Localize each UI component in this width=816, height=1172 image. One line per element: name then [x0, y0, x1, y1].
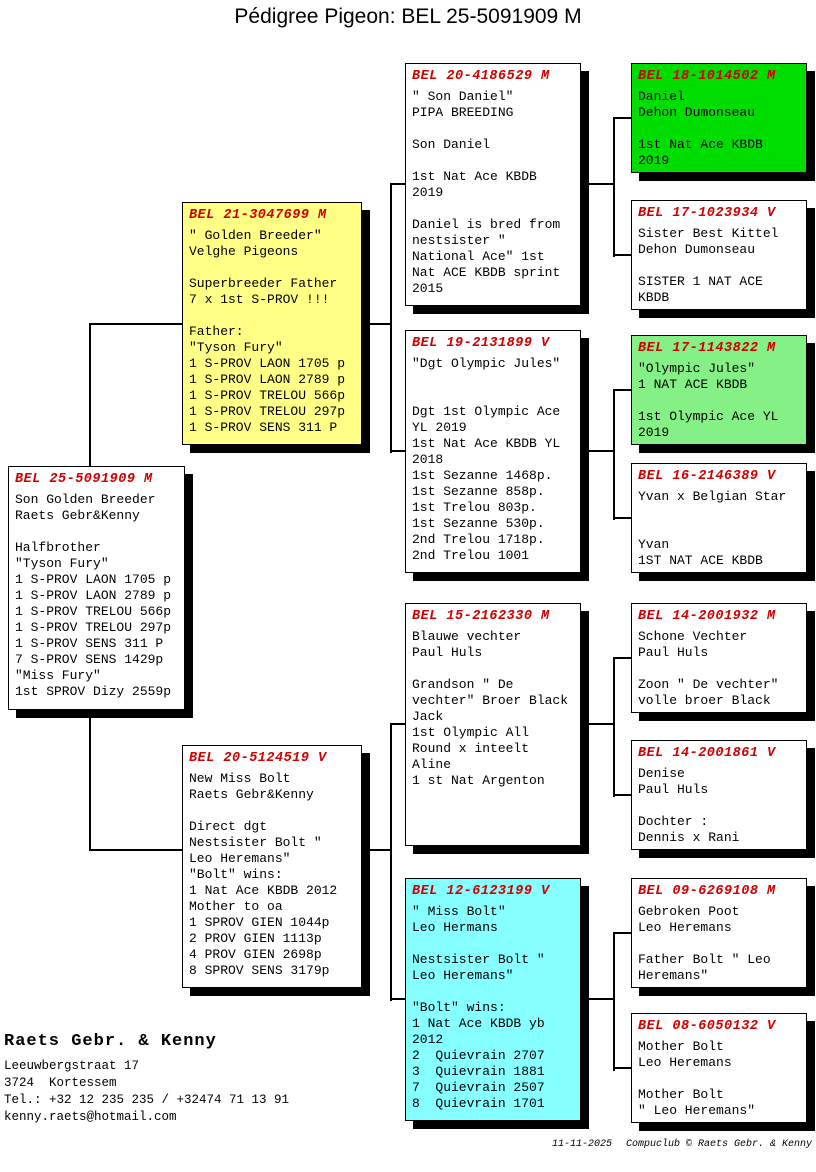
ring-number: BEL 08-6050132 V [638, 1019, 776, 1034]
connector-line [589, 723, 615, 725]
page-title: Pédigree Pigeon: BEL 25-5091909 M [234, 5, 582, 28]
pedigree-box-grandfather-maternal: BEL 15-2162330 M Blauwe vechter Paul Hul… [405, 603, 581, 846]
pigeon-details: Denise Paul Huls Dochter : Dennis x Rani [638, 766, 740, 845]
pedigree-box-great-grandparent-4: BEL 16-2146389 V Yvan x Belgian Star Yva… [631, 463, 807, 573]
connector-line [589, 183, 615, 185]
ring-number: BEL 20-5124519 V [189, 751, 327, 766]
pigeon-details: Daniel Dehon Dumonseau 1st Nat Ace KBDB … [638, 89, 763, 168]
pigeon-details: Son Golden Breeder Raets Gebr&Kenny Half… [15, 492, 172, 699]
connector-line [613, 389, 615, 520]
ring-number: BEL 14-2001932 M [638, 609, 776, 624]
connector-line [390, 450, 406, 452]
pigeon-details: " Son Daniel" PIPA BREEDING Son Daniel 1… [412, 89, 561, 296]
ring-number: BEL 25-5091909 M [15, 472, 153, 487]
pigeon-details: "Olympic Jules" 1 NAT ACE KBDB 1st Olymp… [638, 361, 779, 440]
connector-line [613, 254, 632, 256]
pedigree-box-great-grandparent-5: BEL 14-2001932 M Schone Vechter Paul Hul… [631, 603, 807, 713]
pedigree-box-great-grandparent-6: BEL 14-2001861 V Denise Paul Huls Dochte… [631, 740, 807, 850]
connector-line [370, 849, 391, 851]
connector-line [89, 323, 183, 325]
connector-line [613, 657, 632, 659]
pigeon-details: Schone Vechter Paul Huls Zoon " De vecht… [638, 629, 779, 708]
pigeon-details: New Miss Bolt Raets Gebr&Kenny Direct dg… [189, 771, 338, 978]
pigeon-details: Blauwe vechter Paul Huls Grandson " De v… [412, 629, 569, 788]
connector-line [390, 183, 406, 185]
pigeon-details: " Miss Bolt" Leo Hermans Nestsister Bolt… [412, 904, 545, 1111]
pedigree-box-mother: BEL 20-5124519 V New Miss Bolt Raets Geb… [182, 745, 362, 988]
connector-line [613, 517, 632, 519]
connector-line [89, 708, 91, 851]
ring-number: BEL 20-4186529 M [412, 69, 550, 84]
ring-number: BEL 14-2001861 V [638, 746, 776, 761]
breeder-name: Raets Gebr. & Kenny [4, 1032, 217, 1051]
connector-line [89, 849, 183, 851]
connector-line [613, 932, 615, 1071]
connector-line [390, 723, 392, 1001]
pedigree-box-great-grandparent-2: BEL 17-1023934 V Sister Best Kittel Deho… [631, 200, 807, 310]
pedigree-box-father: BEL 21-3047699 M " Golden Breeder" Velgh… [182, 202, 362, 445]
connector-line [613, 389, 632, 391]
pigeon-details: Yvan x Belgian Star Yvan 1ST NAT ACE KBD… [638, 489, 787, 568]
ring-number: BEL 18-1014502 M [638, 69, 776, 84]
print-footer: 11-11-2025 Compuclub © Raets Gebr. & Kenn… [552, 1139, 812, 1150]
ring-number: BEL 17-1023934 V [638, 206, 776, 221]
pedigree-box-grandfather-paternal: BEL 20-4186529 M " Son Daniel" PIPA BREE… [405, 63, 581, 306]
pedigree-box-great-grandparent-8: BEL 08-6050132 V Mother Bolt Leo Hereman… [631, 1013, 807, 1123]
ring-number: BEL 19-2131899 V [412, 336, 550, 351]
connector-line [589, 450, 615, 452]
ring-number: BEL 15-2162330 M [412, 609, 550, 624]
pedigree-box-great-grandparent-1: BEL 18-1014502 M Daniel Dehon Dumonseau … [631, 63, 807, 173]
connector-line [613, 932, 632, 934]
connector-line [613, 117, 615, 257]
pigeon-details: Mother Bolt Leo Heremans Mother Bolt " L… [638, 1039, 756, 1118]
software-credit: Compuclub © Raets Gebr. & Kenny [625, 1139, 812, 1150]
pigeon-details: Gebroken Poot Leo Heremans Father Bolt "… [638, 904, 771, 983]
pigeon-details: Sister Best Kittel Dehon Dumonseau SISTE… [638, 226, 779, 305]
ring-number: BEL 21-3047699 M [189, 208, 327, 223]
ring-number: BEL 17-1143822 M [638, 341, 776, 356]
connector-line [613, 794, 632, 796]
connector-line [89, 323, 91, 468]
connector-line [589, 998, 615, 1000]
connector-line [613, 657, 615, 797]
ring-number: BEL 16-2146389 V [638, 469, 776, 484]
print-date: 11-11-2025 [551, 1139, 612, 1150]
connector-line [390, 723, 406, 725]
connector-line [390, 183, 392, 453]
pigeon-details: " Golden Breeder" Velghe Pigeons Superbr… [189, 228, 346, 435]
breeder-address: Leeuwbergstraat 17 3724 Kortessem Tel.: … [4, 1059, 290, 1124]
pigeon-details: "Dgt Olympic Jules" Dgt 1st Olympic Ace … [412, 356, 561, 563]
connector-line [390, 998, 406, 1000]
connector-line [613, 1067, 632, 1069]
ring-number: BEL 12-6123199 V [412, 884, 550, 899]
breeder-contact: Raets Gebr. & Kenny Leeuwbergstraat 17 3… [4, 1032, 289, 1126]
pedigree-box-great-grandparent-7: BEL 09-6269108 M Gebroken Poot Leo Herem… [631, 878, 807, 988]
connector-line [370, 323, 391, 325]
pedigree-box-grandmother-maternal: BEL 12-6123199 V " Miss Bolt" Leo Herman… [405, 878, 581, 1121]
pedigree-box-grandmother-paternal: BEL 19-2131899 V "Dgt Olympic Jules" Dgt… [405, 330, 581, 573]
connector-line [613, 117, 632, 119]
ring-number: BEL 09-6269108 M [638, 884, 776, 899]
pedigree-box-great-grandparent-3: BEL 17-1143822 M "Olympic Jules" 1 NAT A… [631, 335, 807, 445]
pedigree-box-subject: BEL 25-5091909 M Son Golden Breeder Raet… [8, 466, 185, 710]
